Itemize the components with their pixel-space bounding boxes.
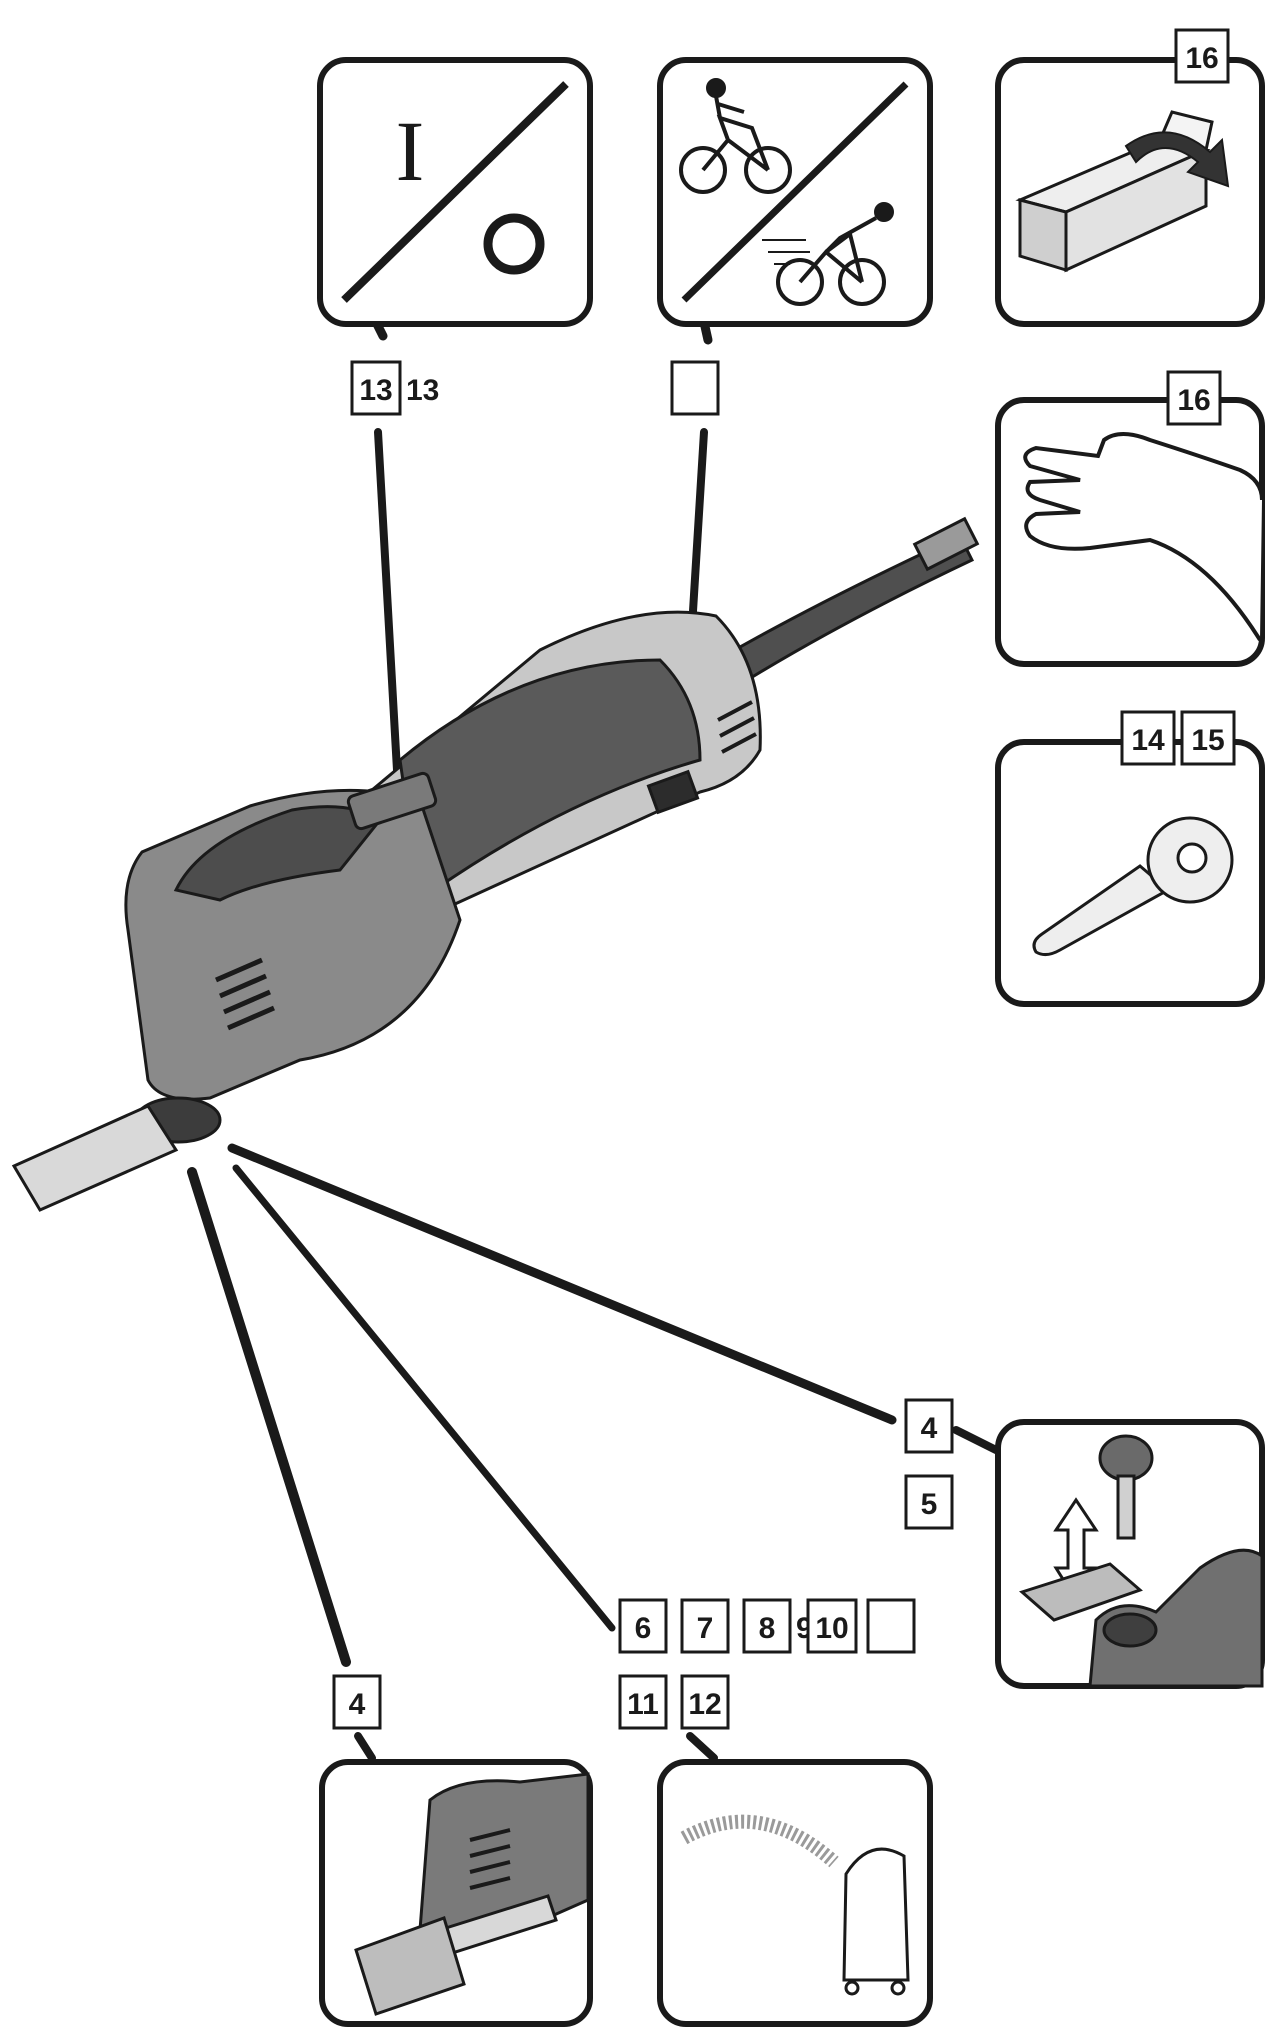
page-ref: 14 <box>1131 724 1165 757</box>
page-ref-box <box>670 360 720 416</box>
page-ref-box <box>618 1598 668 1654</box>
page-ref-box <box>618 1674 668 1730</box>
page-ref-box <box>680 1598 730 1654</box>
box-icon <box>1015 110 1214 273</box>
leader-lines <box>187 317 1000 1762</box>
speed-dial[interactable] <box>646 769 700 815</box>
slow-cyclist-icon <box>679 78 792 194</box>
page-ref: 13 <box>406 374 439 407</box>
page-ref-box <box>866 1598 916 1654</box>
wheel-icon <box>844 1980 860 1996</box>
panel-blade: 14 15 <box>995 710 1265 1007</box>
tool-top-cover-icon <box>173 805 383 902</box>
panel-hand: 16 <box>995 370 1265 667</box>
page-ref-box <box>680 1674 730 1730</box>
panel-speed <box>657 57 933 327</box>
vent-slots-icon <box>215 957 275 1031</box>
tool-spindle-icon <box>1102 1612 1158 1648</box>
page-ref-box <box>350 360 402 416</box>
hose-icon <box>680 1814 839 1868</box>
panel-on-off: I <box>317 57 593 327</box>
blade-plate-icon <box>1019 1562 1143 1622</box>
page-ref-box <box>742 1598 792 1654</box>
clamp-bolt-icon <box>1098 1434 1154 1540</box>
page-ref-box <box>904 1398 954 1454</box>
page-ref: 16 <box>1177 384 1210 417</box>
tool-body-icon <box>418 1772 590 1932</box>
panel-packaging: 16 <box>995 28 1265 327</box>
blade-icon <box>1032 816 1234 957</box>
vacuum-icon <box>842 1847 910 1982</box>
saw-blade-icon <box>11 1104 179 1212</box>
panel-mounting <box>995 1419 1265 1689</box>
power-cord-icon <box>688 534 975 709</box>
tool-vents-icon <box>469 1828 511 1890</box>
leader-depth-end <box>354 1732 376 1762</box>
page-ref: 15 <box>1191 724 1224 757</box>
page-ref: 10 <box>815 1612 848 1645</box>
panel-vacuum <box>657 1759 933 2027</box>
leader-vacuum <box>686 1732 718 1762</box>
on-off-switch[interactable] <box>346 771 438 831</box>
blade-plate-icon <box>354 1916 466 2016</box>
side-vents-icon <box>717 700 757 754</box>
diagonal-divider <box>341 81 569 303</box>
hand-icon <box>1023 432 1264 642</box>
wheel-icon <box>890 1980 906 1996</box>
page-ref-box <box>1174 28 1230 84</box>
leader-depth <box>187 1167 351 1667</box>
page-refs-switch: 13 13 <box>350 360 439 416</box>
tool-head-icon <box>1088 1548 1264 1688</box>
multitool-illustration <box>11 516 980 1212</box>
page-ref: 13 <box>359 374 392 407</box>
leader-accessories <box>232 1164 616 1632</box>
off-symbol-icon <box>483 213 545 275</box>
leader-switch-lower <box>374 428 402 792</box>
cord-plug-icon <box>912 516 980 572</box>
page-refs-mount: 4 5 <box>904 1398 954 1530</box>
leader-mount-end <box>952 1426 1000 1454</box>
page-ref: 16 <box>1185 42 1218 75</box>
open-arrow-icon <box>1124 131 1230 188</box>
page-ref: 11 <box>627 1688 659 1721</box>
page-ref: 4 <box>349 1688 366 1721</box>
page-ref: 6 <box>635 1612 652 1645</box>
page-ref-box <box>1166 370 1222 426</box>
page-ref: 4 <box>921 1412 938 1445</box>
page-ref-box <box>1180 710 1236 766</box>
page-ref-box <box>904 1474 954 1530</box>
page-ref-box <box>1120 710 1176 766</box>
leader-mount <box>227 1143 897 1425</box>
diagonal-divider <box>681 81 909 303</box>
page-ref: 7 <box>697 1612 714 1645</box>
page-refs-accessories: 6 7 8 9 10 11 12 <box>618 1598 916 1730</box>
page-ref: 8 <box>759 1612 776 1645</box>
page-ref-box <box>806 1598 858 1654</box>
page-ref: 12 <box>688 1688 721 1721</box>
tool-grip-icon <box>398 658 702 903</box>
page-refs-depth: 4 <box>332 1674 382 1730</box>
panel-depth-stop <box>319 1759 593 2027</box>
on-symbol: I <box>396 103 425 199</box>
page-ref-box <box>332 1674 382 1730</box>
page-ref: 5 <box>921 1488 938 1521</box>
fast-cyclist-icon <box>762 202 894 306</box>
page-refs-speed <box>670 360 720 416</box>
